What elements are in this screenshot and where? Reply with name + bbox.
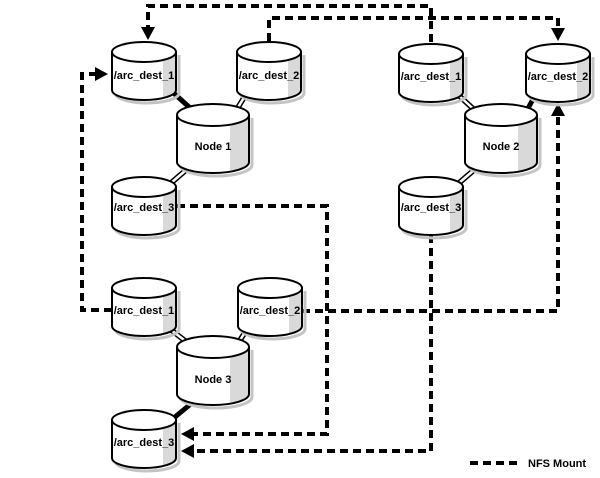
label-node1-arc-dest-3: /arc_dest_3 bbox=[114, 202, 175, 214]
cylinder-shade bbox=[163, 52, 176, 99]
cylinder-top bbox=[176, 335, 250, 359]
cylinder-top bbox=[236, 41, 302, 63]
cylinder-outline bbox=[111, 288, 177, 337]
arrowhead-down-node1-dest1-icon bbox=[141, 27, 155, 40]
label-node2: Node 2 bbox=[483, 141, 520, 153]
cylinder-outline bbox=[176, 347, 250, 406]
arrowhead-down-node2-dest2-icon bbox=[551, 28, 565, 41]
cylinder-outline bbox=[176, 115, 250, 174]
cylinder-shade bbox=[577, 54, 590, 101]
cylinder-body bbox=[112, 187, 176, 235]
nfs-mount-lines bbox=[80, 4, 565, 458]
cylinder-top bbox=[398, 43, 464, 65]
cylinder-body bbox=[238, 288, 302, 336]
cylinder-node1-arc-dest-1 bbox=[111, 41, 181, 105]
label-node1-arc-dest-1: /arc_dest_1 bbox=[114, 70, 175, 82]
cylinder-node2-arc-dest-3 bbox=[398, 176, 468, 240]
cylinder-shade bbox=[289, 288, 302, 335]
cylinder-node1-arc-dest-3 bbox=[111, 176, 181, 240]
legend-label: NFS Mount bbox=[528, 458, 586, 470]
label-layer: /arc_dest_1 /arc_dest_2 Node 1 /arc_dest… bbox=[114, 70, 589, 449]
cylinder-node1-arc-dest-2 bbox=[236, 41, 306, 105]
cylinder-shade bbox=[450, 187, 463, 234]
cylinder-body bbox=[112, 288, 176, 336]
cylinder-top bbox=[111, 176, 177, 198]
nfs-line-node3-dest1-to-node1-dest1 bbox=[80, 72, 112, 312]
label-node2-arc-dest-2: /arc_dest_2 bbox=[528, 71, 589, 83]
cylinder-body bbox=[526, 54, 590, 102]
cylinder-node2 bbox=[464, 103, 542, 178]
cylinder-outline bbox=[398, 54, 464, 103]
cylinder-shade bbox=[230, 115, 249, 172]
label-node3: Node 3 bbox=[195, 374, 232, 386]
label-node1-arc-dest-2: /arc_dest_2 bbox=[239, 70, 300, 82]
cylinder-outline bbox=[237, 288, 303, 337]
cylinder-node2-arc-dest-2 bbox=[525, 43, 595, 107]
cylinder-outline bbox=[111, 187, 177, 236]
cylinder-top bbox=[525, 43, 591, 65]
cylinder-shade bbox=[163, 288, 176, 335]
cylinder-body bbox=[112, 52, 176, 100]
cylinder-top bbox=[176, 103, 250, 127]
cylinder-top bbox=[464, 103, 538, 127]
cylinder-outline bbox=[111, 52, 177, 101]
label-node2-arc-dest-1: /arc_dest_1 bbox=[401, 71, 462, 83]
cylinder-shade bbox=[450, 54, 463, 101]
cylinder-shade bbox=[230, 347, 249, 404]
arrowhead-up-node2-dest2-icon bbox=[551, 103, 565, 116]
arrowhead-left-node3-dest3-lower-icon bbox=[181, 444, 194, 458]
cylinder-body bbox=[399, 187, 463, 235]
cylinder-body bbox=[237, 52, 301, 100]
cylinder-node3-arc-dest-1 bbox=[111, 277, 181, 341]
cylinder-outline bbox=[398, 187, 464, 236]
cylinder-outline bbox=[525, 54, 591, 103]
cylinder-top bbox=[111, 409, 177, 431]
label-node3-arc-dest-2: /arc_dest_2 bbox=[240, 305, 301, 317]
label-node2-arc-dest-3: /arc_dest_3 bbox=[401, 202, 462, 214]
cylinder-shade bbox=[163, 420, 176, 467]
cylinder-outline bbox=[236, 52, 302, 101]
cylinder-top bbox=[111, 277, 177, 299]
cylinder-node3 bbox=[176, 335, 254, 410]
label-node1: Node 1 bbox=[195, 141, 232, 153]
cylinder-body bbox=[112, 420, 176, 468]
cylinder-top bbox=[398, 176, 464, 198]
cylinder-node3-arc-dest-3 bbox=[111, 409, 181, 473]
cylinder-node3-arc-dest-2 bbox=[237, 277, 307, 341]
label-node3-arc-dest-3: /arc_dest_3 bbox=[114, 437, 175, 449]
cylinder-body bbox=[399, 54, 463, 102]
cylinder-outline bbox=[464, 115, 538, 174]
cylinder-outline bbox=[111, 420, 177, 469]
nfs-line-node1-dest2-to-node2-dest2 bbox=[267, 16, 560, 41]
nfs-line-node1-dest3-to-node3-dest3 bbox=[177, 204, 329, 436]
cylinder-shade bbox=[518, 115, 537, 172]
cylinder-node1 bbox=[176, 103, 254, 178]
legend: NFS Mount bbox=[470, 458, 586, 470]
nfs-line-node3-dest2-to-node2-dest2 bbox=[302, 116, 560, 313]
cylinder-layer bbox=[111, 41, 595, 473]
cylinder-shade bbox=[288, 52, 301, 99]
cylinder-top bbox=[111, 41, 177, 63]
arrowhead-right-node1-dest1-icon bbox=[95, 67, 108, 81]
label-node3-arc-dest-1: /arc_dest_1 bbox=[114, 305, 175, 317]
nfs-line-node2-dest1-to-node1-dest1 bbox=[146, 4, 433, 42]
nfs-line-node2-dest3-to-node3-dest3 bbox=[194, 235, 433, 453]
cylinder-shade bbox=[163, 187, 176, 234]
cylinder-top bbox=[237, 277, 303, 299]
cylinder-node2-arc-dest-1 bbox=[398, 43, 468, 107]
arrowhead-left-node3-dest3-upper-icon bbox=[181, 427, 194, 441]
